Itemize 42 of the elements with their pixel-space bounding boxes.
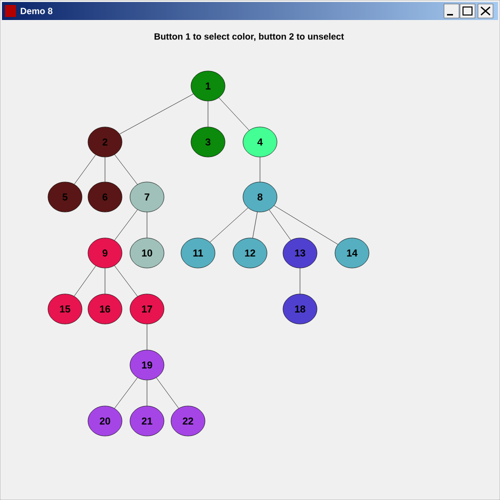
connector-line [119, 94, 194, 134]
tree-node: 22 [170, 406, 206, 436]
connector-line [114, 154, 138, 185]
connector-line [146, 380, 148, 406]
tree-node: 18 [282, 294, 318, 324]
tree-node: 8 [242, 182, 278, 212]
window-title: Demo 8 [20, 8, 52, 14]
tree-node: 4 [242, 126, 278, 158]
connector-line [252, 212, 258, 238]
connector-line [146, 324, 148, 350]
connector-line [114, 265, 138, 297]
connector-line [218, 98, 250, 130]
connector-line [146, 212, 148, 238]
tree-node: 20 [88, 406, 122, 436]
tree-node: 1 [190, 70, 226, 102]
connector-line [104, 268, 106, 294]
connector-line [74, 266, 96, 296]
connector-line [114, 377, 138, 409]
tree-node: 16 [88, 294, 122, 324]
tree-node: 13 [282, 238, 318, 268]
tree-node: 6 [88, 182, 122, 212]
tree-node: 17 [130, 294, 164, 324]
connector-line [114, 209, 138, 241]
tree-node: 2 [88, 126, 122, 158]
tree-node: 12 [232, 238, 268, 268]
connector-line [210, 208, 248, 242]
connector-line [104, 157, 106, 182]
tree-node: 19 [130, 350, 164, 380]
tree-node: 3 [190, 126, 226, 158]
tree-node: 7 [130, 182, 164, 212]
tree-node: 14 [334, 238, 370, 268]
tree-node: 15 [48, 294, 82, 324]
connector-line [274, 205, 338, 245]
connector-line [156, 378, 179, 408]
connector-line [74, 154, 96, 184]
tree-node: 11 [180, 238, 216, 268]
tree-node: 10 [130, 238, 164, 268]
tree-node: 21 [130, 406, 164, 436]
title: Button 1 to select color, button 2 to unselect [154, 33, 344, 41]
tree-node: 9 [88, 238, 122, 268]
tree-node: 5 [48, 182, 82, 212]
connector-line [268, 210, 292, 240]
